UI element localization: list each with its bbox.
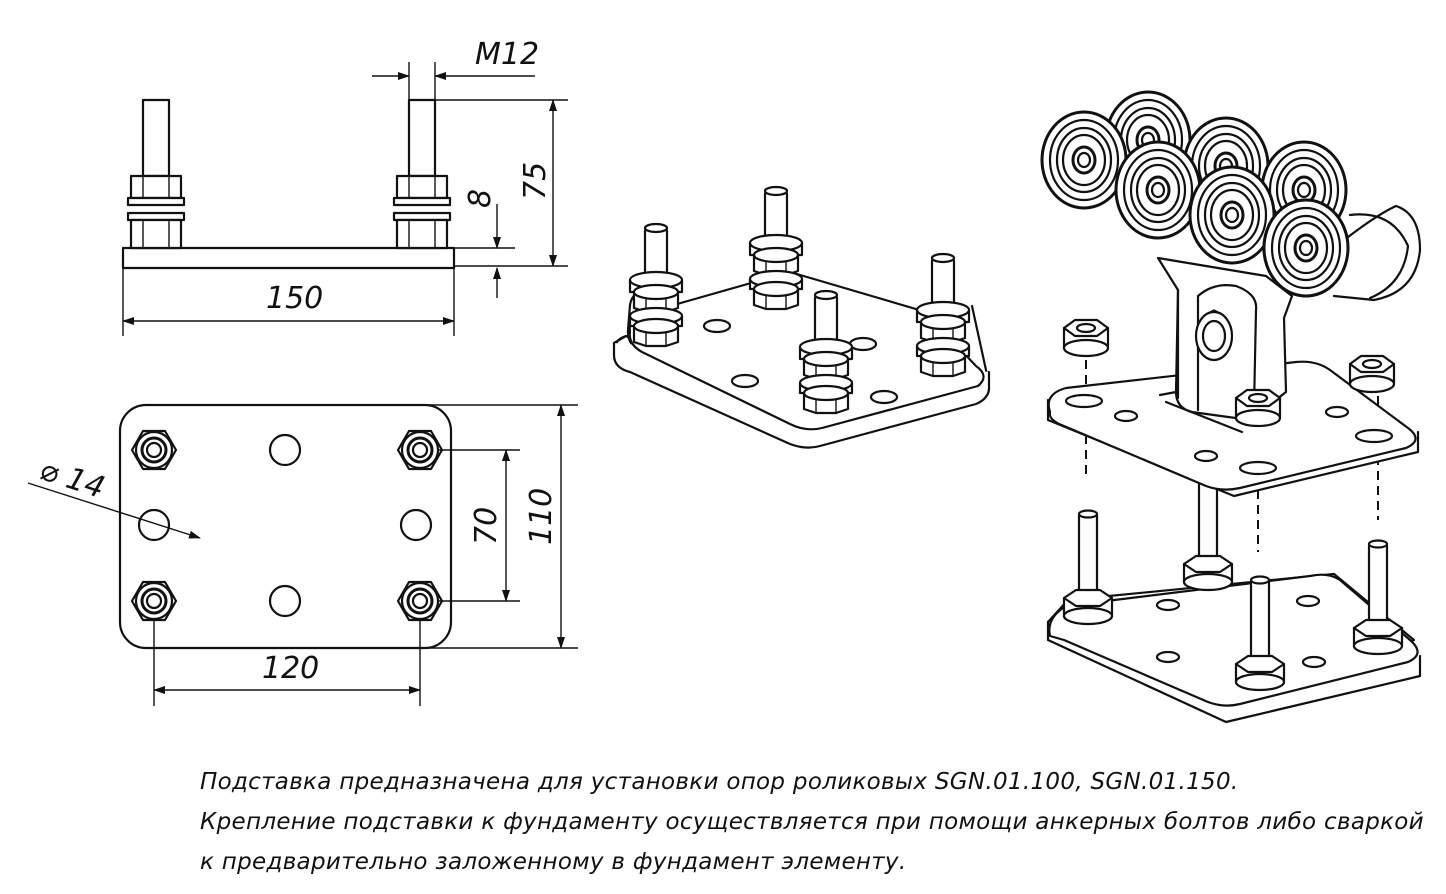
stud-top-1 (130, 429, 178, 471)
dim-hole-diameter: ⌀ 14 (36, 452, 109, 506)
isometric-assembly (1040, 90, 1422, 724)
top-view: ⌀ 14 70 110 120 (27, 403, 578, 706)
roller-wheels (1040, 90, 1422, 302)
plate-hole (137, 508, 171, 542)
roller-bracket (1156, 256, 1294, 434)
dim-stud-height: 75 (518, 162, 553, 200)
plate-hole (268, 433, 302, 467)
base-plate-top (118, 403, 453, 650)
dim-plate-width: 110 (524, 488, 559, 545)
caption-line-3: к предварительно заложенному в фундамент… (200, 849, 907, 875)
isometric-base (612, 185, 991, 449)
plate-hole (399, 508, 433, 542)
dim-inner-spacing: 70 (469, 507, 504, 545)
left-stud-side (126, 98, 186, 250)
right-stud-side (392, 98, 452, 250)
base-plate-side (121, 246, 456, 270)
stud-top-2 (396, 429, 444, 471)
dim-thread: M12 (475, 37, 539, 72)
stud-top-3 (130, 580, 178, 622)
upper-plate (1046, 360, 1420, 498)
side-view: M12 75 8 150 (121, 37, 568, 336)
dim-plate-length: 150 (266, 281, 323, 316)
stud-top-4 (396, 580, 444, 622)
caption-line-1: Подставка предназначена для установки оп… (200, 769, 1239, 795)
plate-hole (268, 584, 302, 618)
lower-plate (1046, 572, 1422, 724)
dim-plate-thickness: 8 (463, 189, 498, 208)
description-caption: Подставка предназначена для установки оп… (200, 762, 1424, 882)
caption-line-2: Крепление подставки к фундаменту осущест… (200, 809, 1424, 835)
dim-hole-spacing: 120 (262, 651, 319, 686)
